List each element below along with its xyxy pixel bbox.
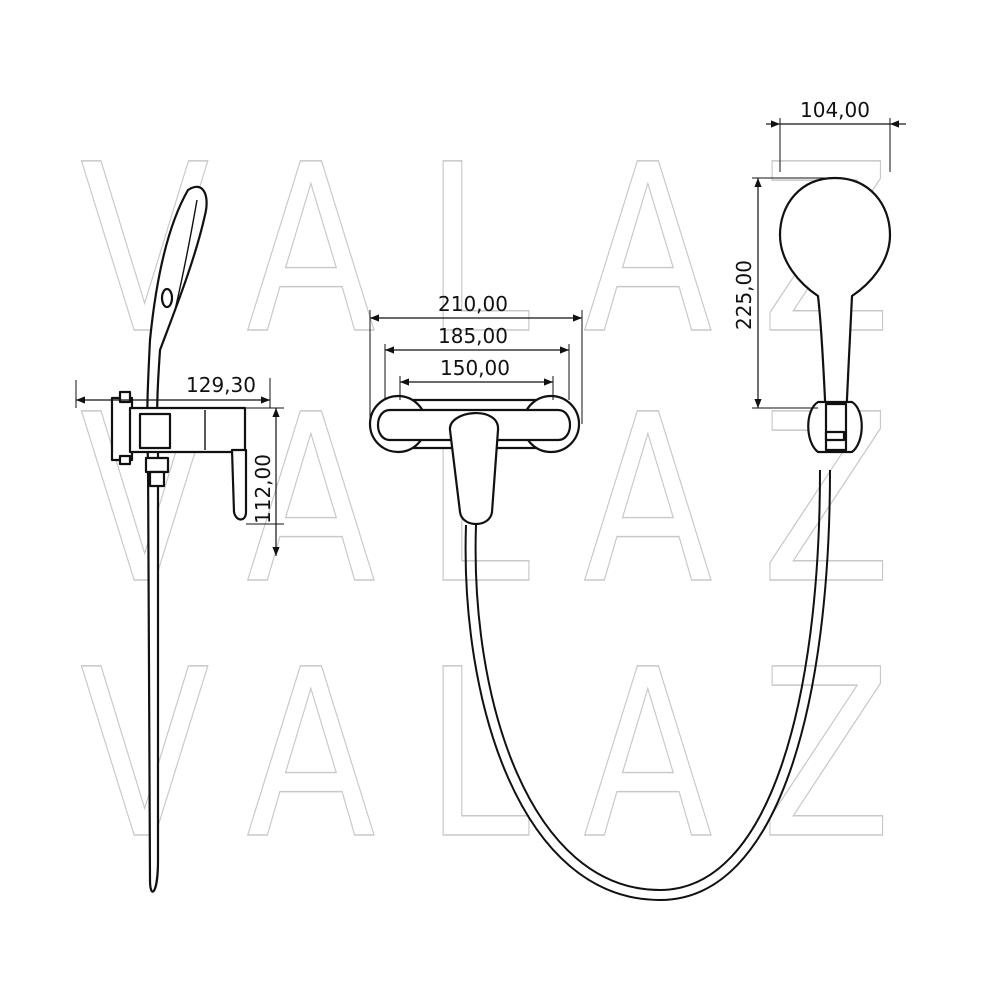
watermark-row-3: VALAZ xyxy=(80,620,940,890)
side-outlet-nut xyxy=(144,456,170,474)
watermark-row-1: VALAZ xyxy=(80,115,940,385)
dim-label-150-00: 150,00 xyxy=(440,356,510,380)
dim-label-129-30: 129,30 xyxy=(186,373,256,397)
dim-label-104-00: 104,00 xyxy=(800,98,870,122)
front-hose xyxy=(464,469,831,902)
handshower-dimensions: 104,00 225,00 xyxy=(732,98,906,409)
dim-label-185-00: 185,00 xyxy=(438,324,508,348)
front-view xyxy=(368,394,831,902)
side-handshower xyxy=(146,185,208,893)
dim-label-112-00: 112,00 xyxy=(251,454,275,524)
side-lever xyxy=(230,448,248,521)
side-dimensions: 129,30 112,00 xyxy=(75,373,284,556)
dim-label-210-00: 210,00 xyxy=(438,292,508,316)
side-view xyxy=(110,185,248,893)
front-dimensions: 210,00 185,00 150,00 xyxy=(369,292,583,424)
dim-label-225-00: 225,00 xyxy=(732,260,756,330)
side-button xyxy=(160,287,174,309)
handshower-view xyxy=(778,176,892,454)
front-lever xyxy=(448,412,500,526)
